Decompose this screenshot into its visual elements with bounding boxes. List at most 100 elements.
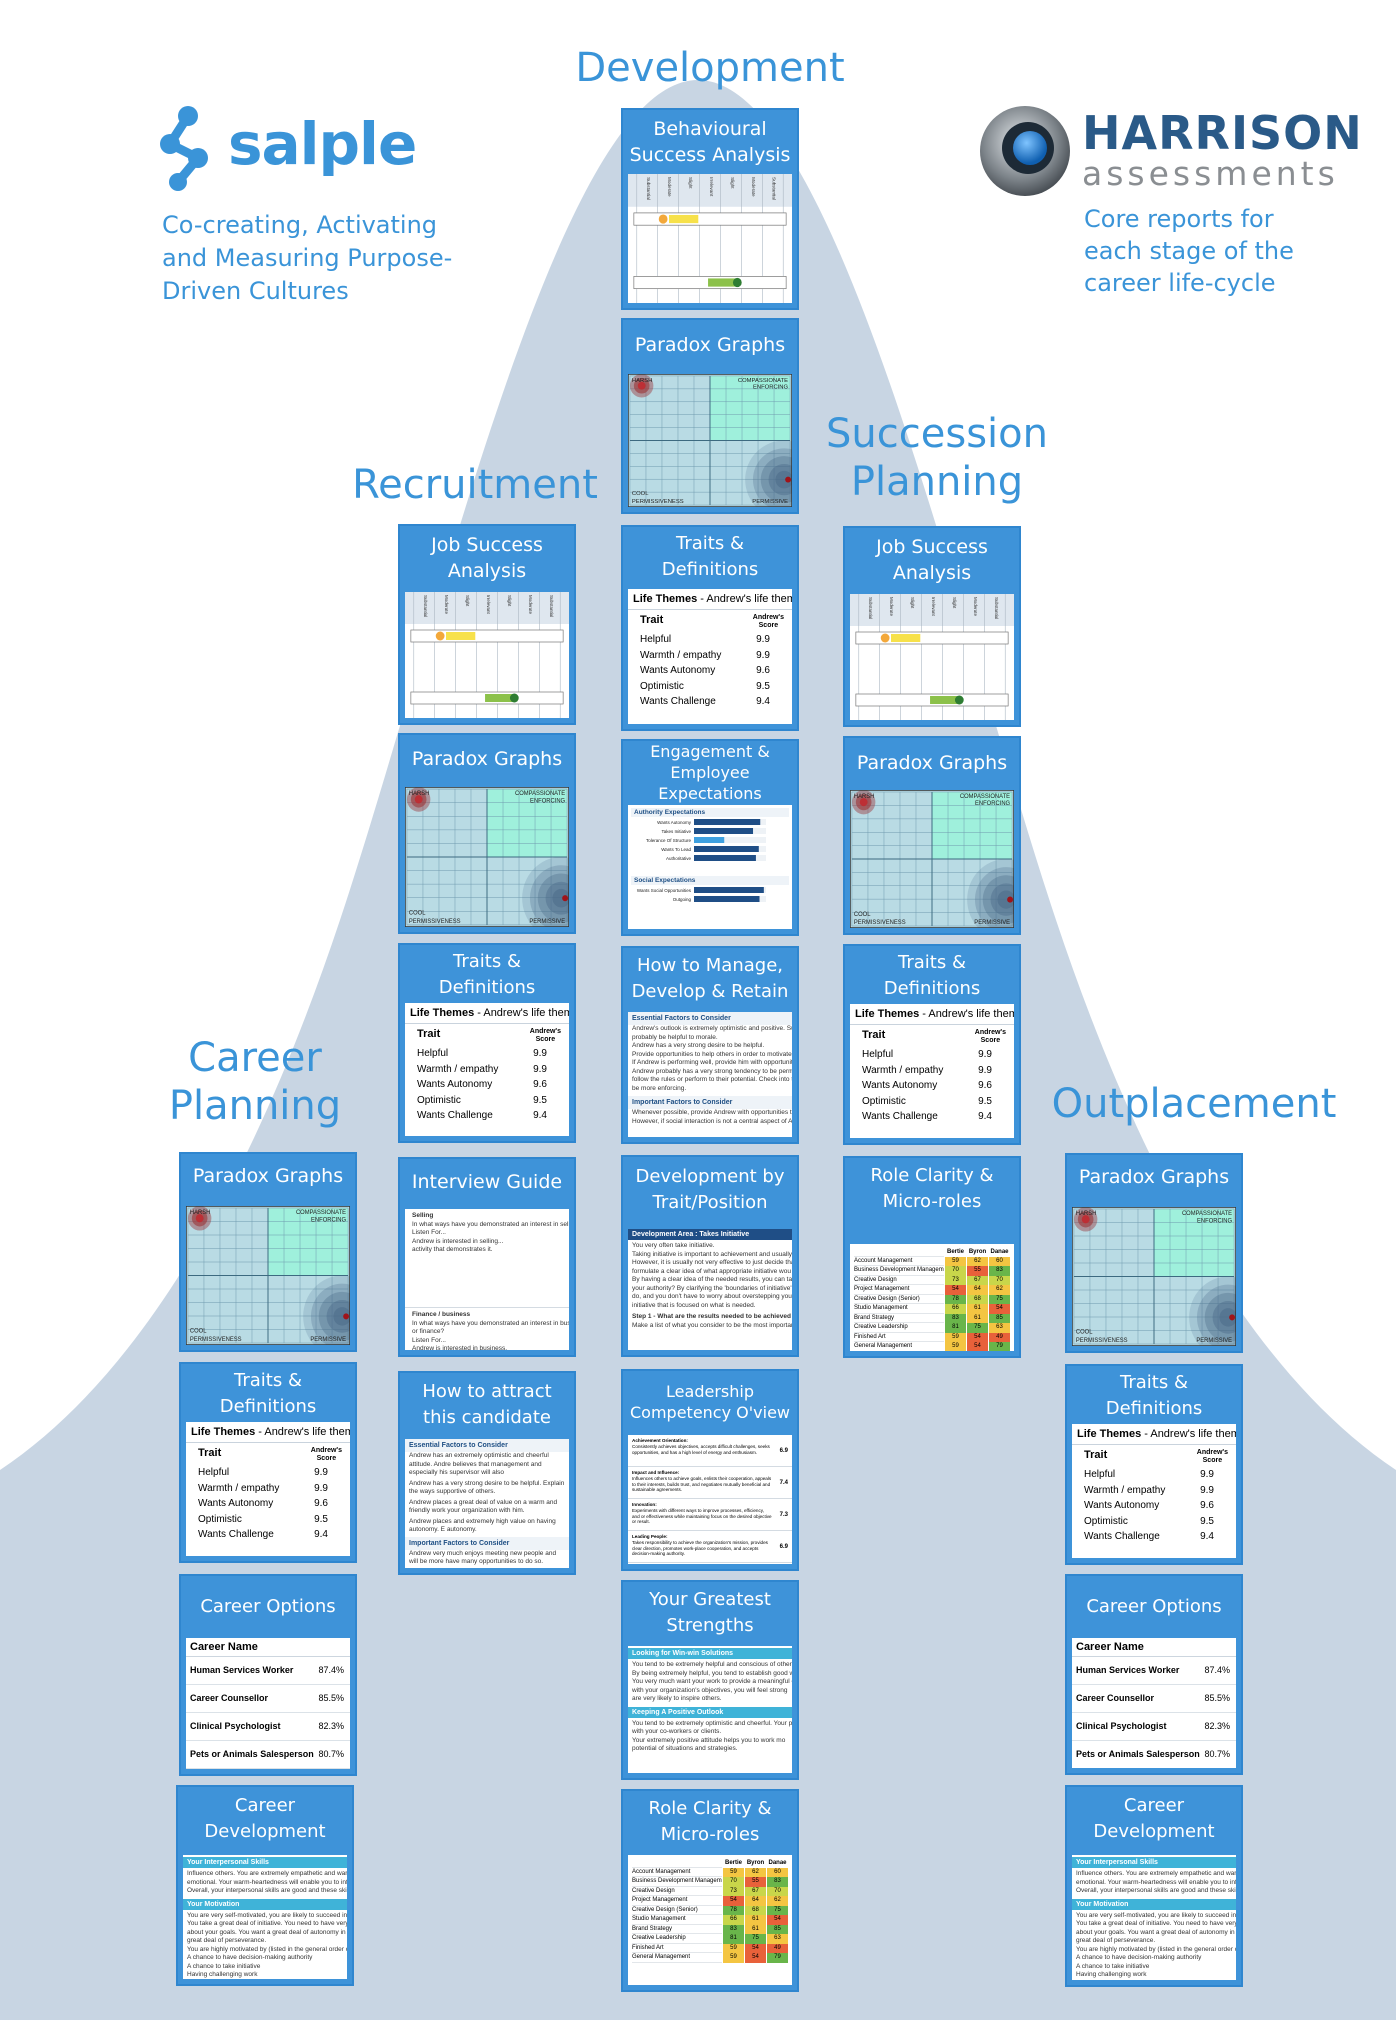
role-name: Finished Art [632, 1944, 722, 1953]
text-line: However, it is usually not very effectiv… [632, 1259, 792, 1266]
text-line: You very often take initiative. [632, 1242, 715, 1249]
trait-name: Wants Autonomy [417, 1079, 493, 1090]
heading-line: Planning [850, 459, 1024, 505]
life-themes-subtitle: - Andrew's life themes, [922, 1008, 1014, 1020]
role-person-header: Danae [988, 1248, 1010, 1257]
card-title: Job Success Analysis [876, 536, 988, 584]
strengths-bar-2: Keeping A Positive Outlook [628, 1706, 792, 1718]
role-name: Brand Strategy [632, 1925, 722, 1934]
life-themes-subtitle: - Andrew's life themes, [1144, 1428, 1236, 1440]
heading-outplacement: Outplacement [1051, 1081, 1337, 1127]
manage-head-2: Important Factors to Consider [628, 1096, 792, 1109]
role-name: Creative Design (Senior) [854, 1295, 944, 1304]
text-paragraph: Andrew places and extremely high value o… [409, 1517, 556, 1534]
trait-score: 9.6 [756, 665, 770, 676]
career-dev-line: You are highly motivated by (listed in t… [1076, 1945, 1236, 1953]
life-themes-subtitle: - Andrew's life themes, [258, 1426, 350, 1438]
paradox-point [343, 1313, 350, 1320]
trait-score: 9.5 [756, 680, 770, 692]
card-traits-definitions: Traits & Definitions Life Themes - Andre… [843, 944, 1021, 1145]
card-title: Engagement & Employee Expectations [650, 741, 770, 803]
text-line: with your co-workers or clients. [632, 1728, 722, 1735]
trait-row: Wants Autonomy 9.6 [628, 663, 792, 679]
role-score: 54 [988, 1304, 1010, 1314]
jsa-scale-label: Irrelevant [931, 597, 936, 616]
jsa-scale-label: Substantial [994, 597, 999, 619]
trait-score: 9.9 [978, 1049, 992, 1060]
trait-score: 9.4 [1200, 1531, 1214, 1542]
paradox-label-top-right: COMPASSIONATE [1182, 1211, 1232, 1217]
jsa-header-bg [405, 592, 569, 624]
leadership-item: Innovation:Experiments with different wa… [628, 1499, 792, 1531]
life-themes-title: Life Themes [410, 1007, 475, 1019]
trait-score: 9.9 [756, 649, 770, 661]
paradox-label-bottom-right: PERMISSIVE [529, 919, 565, 925]
paradox-label-top-left: HARSH [854, 794, 874, 800]
role-score: 60 [766, 1867, 788, 1877]
card-title: How to attract this candidate [422, 1381, 552, 1428]
card-engagement-expectations: Engagement & Employee Expectations Autho… [621, 739, 799, 936]
life-themes-header: Life Themes - Andrew's life themes, [405, 1003, 569, 1024]
role-score: 85 [766, 1924, 788, 1934]
trait-score: 9.6 [314, 1498, 328, 1509]
harrison-subwordmark: assessments [1082, 154, 1339, 193]
career-dev-line: You take a great deal of initiative. You… [187, 1920, 347, 1927]
leadership-item: Leading People:Takes responsibility to a… [628, 1531, 792, 1563]
trait-score: 9.4 [314, 1529, 328, 1540]
paradox-label-bottom-left: COOL [632, 491, 649, 497]
paradox-label-top-right: COMPASSIONATE [738, 378, 788, 384]
trait-score: 9.4 [533, 1110, 547, 1121]
role-score: 54 [766, 1915, 788, 1925]
manage-lines-1: Andrew's outlook is extremely optimistic… [628, 1025, 792, 1093]
text-paragraph: Andrew has a very strong desire to be he… [409, 1479, 565, 1496]
role-header-blank [632, 1859, 722, 1868]
paradox-hotspot [195, 1214, 204, 1223]
expectation-bar [694, 837, 725, 843]
role-score: 79 [766, 1953, 788, 1963]
career-dev-line: emotional. Your warm-heartedness will en… [1076, 1878, 1236, 1886]
career-dev-bar: Your Interpersonal Skills [1072, 1857, 1236, 1868]
role-person-header: Byron [744, 1859, 766, 1868]
expectation-bar [694, 819, 761, 825]
card-manage-develop-retain: How to Manage, Develop & Retain Essentia… [621, 946, 799, 1144]
career-dev-line: Overall, your interpersonal skills are g… [1076, 1887, 1236, 1894]
paradox-point [1229, 1314, 1236, 1321]
trait-name: Optimistic [640, 680, 684, 692]
paradox-label-top-left: HARSH [190, 1210, 210, 1216]
card-title: Development by Trait/Position [635, 1166, 785, 1213]
role-name: Project Management [632, 1896, 722, 1906]
paradox-target-ring [967, 859, 1014, 928]
role-score: 68 [744, 1905, 766, 1915]
card-title: Behavioural Success Analysis [629, 118, 791, 166]
card-title: Paradox Graphs [634, 334, 786, 356]
text-line: Your extremely positive attitude helps y… [632, 1736, 786, 1744]
career-dev-line: You are very self-motivated, you are lik… [187, 1911, 347, 1919]
expectation-bar [694, 828, 754, 834]
trait-name: Wants Autonomy [640, 665, 716, 676]
manage-lines-2: Whenever possible, provide Andrew with o… [628, 1109, 792, 1126]
interview-lines-2: In what ways have you demonstrated an in… [408, 1320, 569, 1350]
text-line: However, if social interaction is not a … [632, 1117, 792, 1125]
text-line: Andrew has a very strong desire to be he… [632, 1042, 765, 1049]
role-score: 55 [744, 1877, 766, 1887]
paradox-label-bottom-left: PERMISSIVENESS [409, 919, 461, 925]
paradox-label-top-right: ENFORCING [530, 798, 565, 804]
role-name: Finished Art [854, 1333, 944, 1342]
strengths-thumbnail: Looking for Win-win Solutions You tend t… [628, 1646, 792, 1773]
text-line: with your organization's objectives, you… [632, 1686, 788, 1694]
jsa-track [855, 631, 1009, 645]
